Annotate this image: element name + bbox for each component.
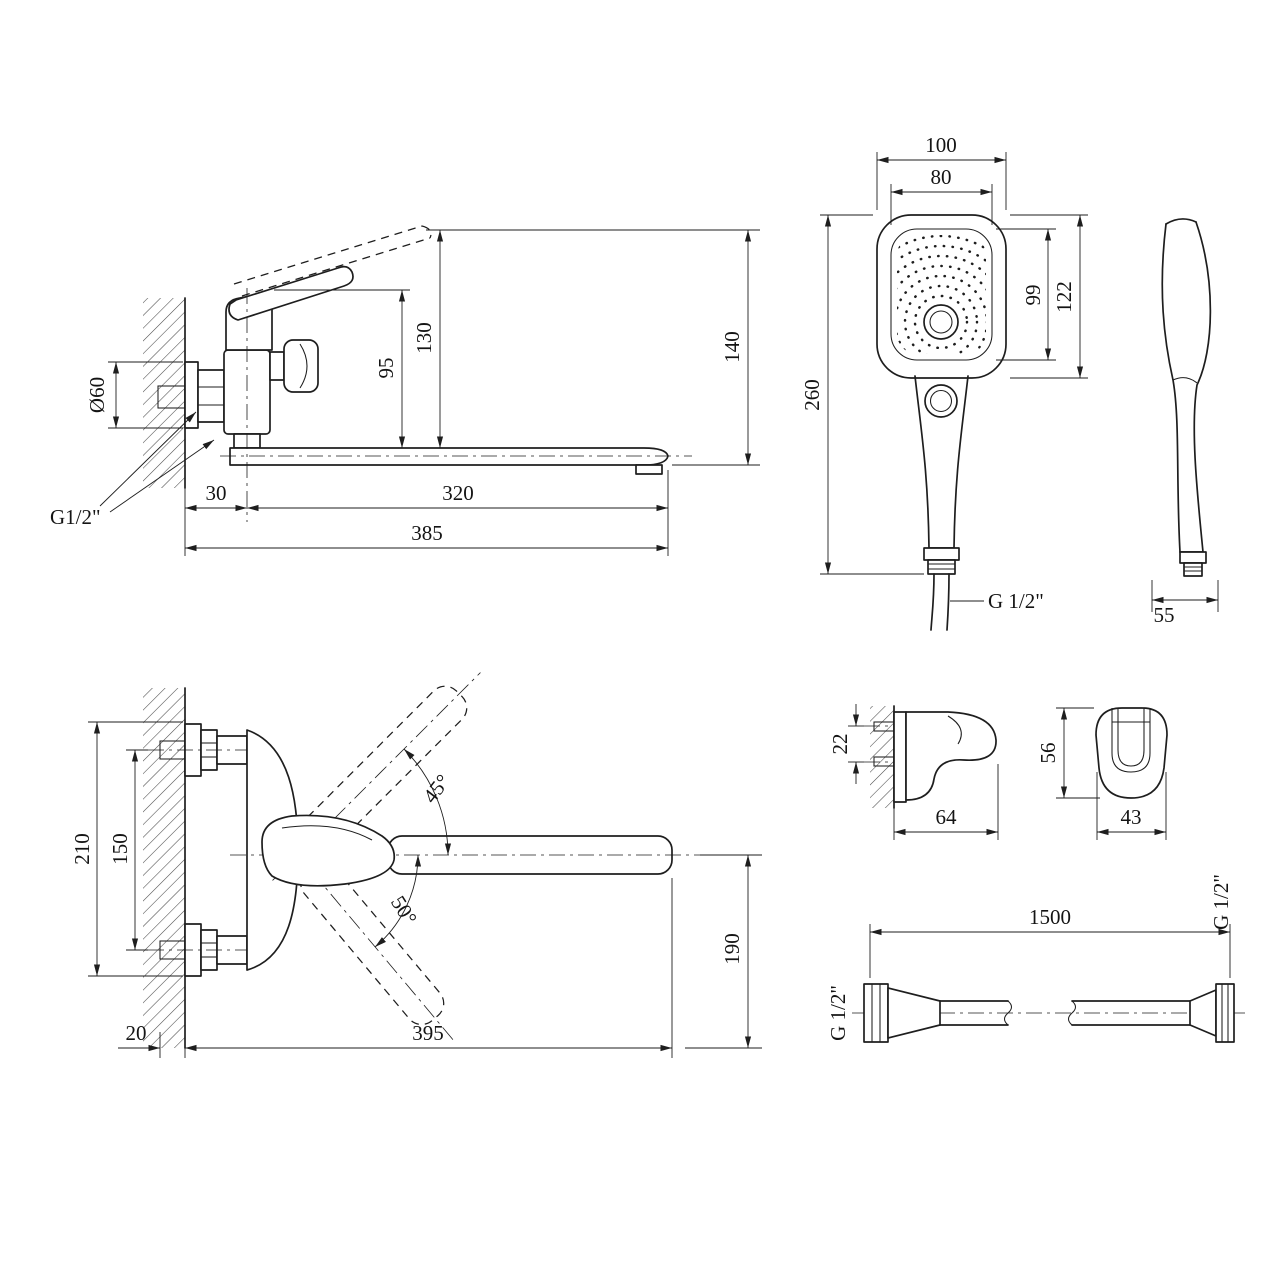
spray-nozzle-pattern — [897, 235, 986, 354]
mounting-nut — [197, 369, 225, 423]
dim-140-label: 140 — [720, 331, 744, 363]
side-hose-nipple — [1183, 562, 1203, 577]
dim-dia60-label: Ø60 — [85, 377, 109, 413]
rotation-arc-50 — [374, 854, 422, 948]
dim-260-label: 260 — [800, 379, 824, 411]
center-nozzle-ring — [923, 304, 959, 340]
hose-connector — [923, 547, 960, 561]
handset-side-left-edge — [1161, 223, 1181, 553]
bracket-hook-side — [905, 711, 997, 801]
dim-22-label: 22 — [828, 734, 852, 755]
lever-handle-front — [261, 814, 396, 887]
faucet-side-view: 95 130 140 Ø60 G1/2" 30 320 385 — [50, 225, 760, 556]
dim-210-label: 210 — [70, 833, 94, 865]
wall-hatch — [143, 688, 185, 1048]
handle-right-edge — [953, 375, 969, 549]
angle-45-label: 45° — [418, 770, 455, 808]
dim-100-label: 100 — [925, 133, 957, 157]
mixer-body — [223, 349, 271, 435]
dim-43-label: 43 — [1121, 805, 1142, 829]
dim-64-label: 64 — [936, 805, 958, 829]
thread-size-label-left: G 1/2" — [826, 985, 850, 1041]
lever-handle — [228, 265, 354, 321]
bracket-wall-plate — [893, 711, 907, 803]
center-nozzle-mesh — [929, 310, 953, 334]
wall-escutcheon — [184, 361, 199, 429]
dim-320-label: 320 — [442, 481, 474, 505]
hose-break-right — [1067, 1000, 1077, 1026]
bracket-front-slot — [1111, 708, 1151, 773]
rotation-arc-45 — [403, 748, 452, 856]
diverter-button — [924, 384, 958, 418]
spout-rotated-up — [272, 672, 481, 881]
dim-1500-label: 1500 — [1029, 905, 1071, 929]
hose-stub — [930, 573, 935, 631]
dim-130-label: 130 — [412, 322, 436, 354]
hose-nut-right — [1215, 983, 1235, 1043]
hose-nipple — [927, 559, 956, 575]
thread-size-label: G 1/2" — [988, 589, 1044, 613]
hose-view: 1500 G 1/2" G 1/2" — [826, 874, 1248, 1043]
shower-face-outline — [890, 228, 993, 361]
dim-385-label: 385 — [411, 521, 443, 545]
handle-alt-position — [241, 237, 431, 297]
dim-122-label: 122 — [1052, 281, 1076, 313]
dim-56-label: 56 — [1036, 743, 1060, 764]
bracket-views: 22 64 56 43 — [828, 704, 1168, 840]
aerator — [635, 464, 663, 475]
thread-size-label-right: G 1/2" — [1209, 874, 1233, 930]
shower-handset-views: 100 80 99 122 260 G 1/2" 55 — [800, 133, 1219, 631]
hose-break-left — [1003, 1000, 1013, 1026]
dim-190-label: 190 — [720, 933, 744, 965]
hose-cone-left — [887, 987, 941, 1039]
diverter-knob — [283, 339, 319, 393]
diverter-neck — [269, 351, 285, 381]
dim-20-label: 20 — [126, 1021, 147, 1045]
dim-99-label: 99 — [1021, 285, 1045, 306]
dim-95-label: 95 — [374, 358, 398, 379]
angle-50-label: 50° — [386, 891, 422, 929]
wall-hatch — [143, 298, 185, 488]
handset-side-right-edge — [1193, 221, 1212, 553]
side-hose-connector — [1179, 551, 1207, 564]
hose-nut-left — [863, 983, 889, 1043]
dim-55-label: 55 — [1154, 603, 1175, 627]
dim-80-label: 80 — [931, 165, 952, 189]
dim-30-label: 30 — [206, 481, 227, 505]
handle-left-edge — [914, 375, 930, 549]
thread-size-label: G1/2" — [50, 505, 101, 529]
dim-395-label: 395 — [412, 1021, 444, 1045]
long-spout — [229, 447, 669, 466]
faucet-front-view: 45° 50° 210 150 190 20 395 — [70, 672, 762, 1058]
hose-cone-right — [1189, 989, 1217, 1037]
dim-150-label: 150 — [108, 833, 132, 865]
